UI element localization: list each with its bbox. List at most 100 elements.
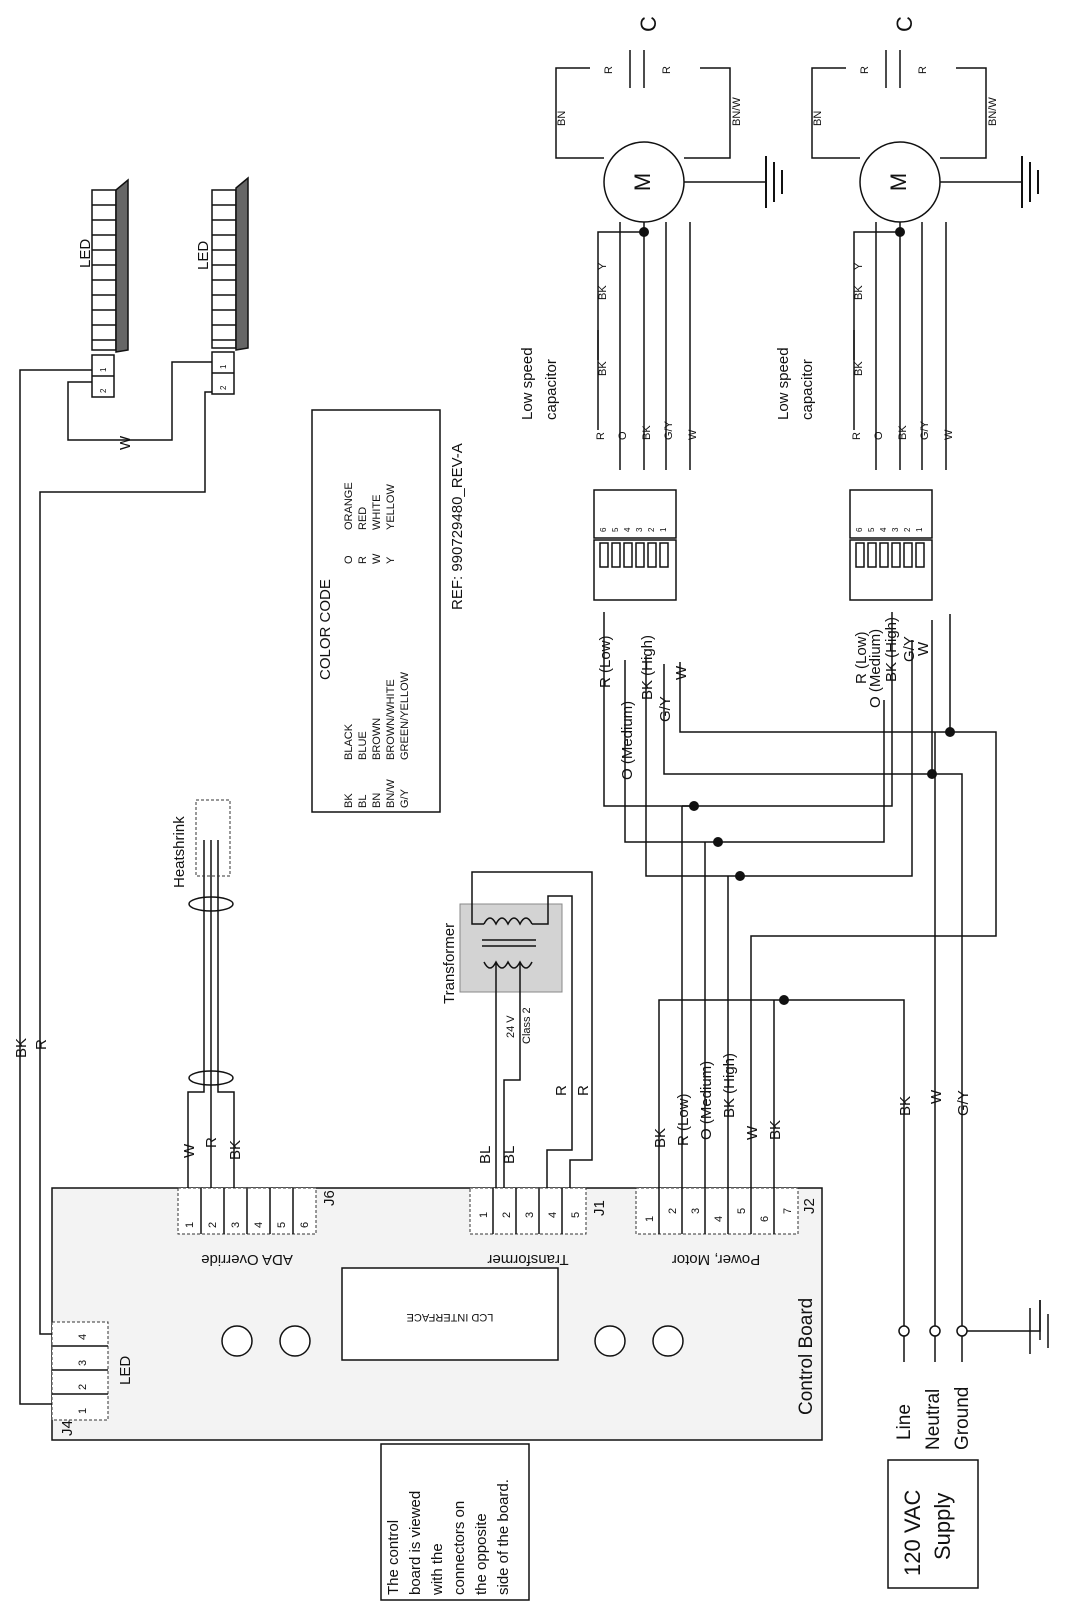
- capacitor-1-label: C: [636, 16, 661, 32]
- svg-text:R (Low): R (Low): [675, 1093, 692, 1146]
- svg-text:BN: BN: [371, 793, 383, 808]
- svg-text:1: 1: [478, 1212, 490, 1218]
- svg-text:BK: BK: [343, 793, 355, 808]
- j2-name: Power, Motor: [672, 1251, 760, 1268]
- svg-text:BN/W: BN/W: [385, 779, 397, 808]
- svg-text:3: 3: [635, 527, 644, 532]
- motor-bus: [603, 612, 963, 1326]
- svg-text:O (Medium): O (Medium): [698, 1061, 715, 1140]
- svg-text:BN: BN: [812, 111, 824, 126]
- j2-id: J2: [801, 1198, 818, 1214]
- led-harness: BK R W: [13, 361, 224, 1405]
- svg-text:3: 3: [891, 527, 900, 532]
- board-button-2[interactable]: [279, 1325, 311, 1357]
- j1-name: Transformer: [487, 1251, 568, 1268]
- svg-text:GREEN/YELLOW: GREEN/YELLOW: [399, 671, 411, 760]
- svg-text:4: 4: [253, 1222, 265, 1228]
- svg-text:2: 2: [667, 1208, 679, 1214]
- svg-text:R: R: [33, 1039, 50, 1050]
- svg-text:BLUE: BLUE: [357, 731, 369, 760]
- svg-text:BK: BK: [227, 1140, 244, 1160]
- svg-text:RED: RED: [357, 507, 369, 530]
- svg-text:COLOR CODE: COLOR CODE: [317, 579, 334, 680]
- svg-text:2: 2: [77, 1384, 89, 1390]
- svg-text:2: 2: [219, 385, 228, 390]
- svg-text:3: 3: [230, 1222, 242, 1228]
- svg-text:side of the board.: side of the board.: [495, 1479, 512, 1595]
- svg-text:G/Y: G/Y: [901, 636, 918, 662]
- power-motor-harness: BK R (Low) O (Medium) BK (High) W BK: [652, 731, 997, 1326]
- svg-text:connectors on: connectors on: [451, 1501, 468, 1595]
- j4-name: LED: [117, 1356, 134, 1385]
- capacitor-2-label: C: [892, 16, 917, 32]
- control-board-title: Control Board: [796, 1298, 817, 1415]
- svg-text:BK (High): BK (High): [721, 1053, 738, 1118]
- svg-text:W: W: [928, 1089, 945, 1104]
- svg-text:7: 7: [782, 1208, 794, 1214]
- svg-text:W: W: [673, 665, 690, 680]
- svg-text:BROWN/WHITE: BROWN/WHITE: [385, 679, 397, 760]
- svg-text:BN: BN: [556, 111, 568, 126]
- connector-j6: 1 2 3 4 5 6 J6 ADA Override: [177, 1187, 338, 1268]
- svg-text:M: M: [886, 173, 911, 191]
- svg-text:BK: BK: [641, 425, 653, 440]
- svg-text:1: 1: [659, 527, 668, 532]
- svg-text:W: W: [915, 641, 932, 656]
- svg-text:6: 6: [759, 1216, 771, 1222]
- svg-text:2: 2: [501, 1212, 513, 1218]
- svg-text:Line: Line: [894, 1404, 915, 1440]
- svg-text:ORANGE: ORANGE: [343, 482, 355, 530]
- svg-text:BK: BK: [767, 1120, 784, 1140]
- board-button-1[interactable]: [221, 1325, 253, 1357]
- connector-j2: 1 2 3 4 5 6 7 J2 Power, Motor: [635, 1187, 818, 1268]
- svg-text:1: 1: [184, 1222, 196, 1228]
- svg-text:BN/W: BN/W: [731, 97, 743, 126]
- led-jumper-wire: W: [117, 435, 134, 450]
- board-note: The control board is viewed with the con…: [380, 1443, 530, 1601]
- svg-text:O: O: [343, 555, 355, 564]
- svg-text:W: W: [943, 429, 955, 440]
- transformer: Transformer 24 V Class 2 BL BL R R: [441, 871, 593, 1188]
- svg-text:Low speed: Low speed: [519, 347, 536, 420]
- svg-text:BK: BK: [897, 425, 909, 440]
- svg-text:Ground: Ground: [952, 1387, 973, 1450]
- svg-text:with the: with the: [429, 1543, 446, 1596]
- svg-text:BK (High): BK (High): [639, 635, 656, 700]
- svg-text:BL: BL: [357, 795, 369, 808]
- svg-text:Neutral: Neutral: [923, 1389, 944, 1450]
- connector-j1: 1 2 3 4 5 J1 Transformer: [469, 1187, 608, 1268]
- svg-text:capacitor: capacitor: [543, 359, 560, 420]
- svg-text:R: R: [357, 556, 369, 564]
- svg-text:BK: BK: [652, 1128, 669, 1148]
- svg-text:G/Y: G/Y: [663, 420, 675, 440]
- svg-text:the opposite: the opposite: [473, 1513, 490, 1595]
- svg-text:BN/W: BN/W: [987, 97, 999, 126]
- svg-text:120 VAC: 120 VAC: [900, 1489, 925, 1576]
- led-module-2: 1 2 LED: [195, 176, 249, 395]
- svg-text:R (Low): R (Low): [853, 631, 870, 684]
- svg-text:BK: BK: [597, 285, 609, 300]
- ada-harness: W R BK Heatshrink: [171, 799, 244, 1188]
- board-button-3[interactable]: [594, 1325, 626, 1357]
- svg-text:Y: Y: [853, 262, 865, 270]
- svg-text:1: 1: [77, 1408, 89, 1414]
- svg-text:O: O: [617, 431, 629, 440]
- svg-text:W: W: [687, 429, 699, 440]
- board-button-4[interactable]: [652, 1325, 684, 1357]
- svg-text:G/Y: G/Y: [399, 788, 411, 808]
- svg-text:Low speed: Low speed: [775, 347, 792, 420]
- svg-text:R: R: [553, 1085, 570, 1096]
- svg-text:5: 5: [611, 527, 620, 532]
- motor-2: C R R BN BN/W M R O BK G/Y W BK BK Y Low…: [775, 16, 1039, 708]
- svg-text:Y: Y: [385, 556, 397, 564]
- svg-text:R: R: [917, 66, 929, 74]
- svg-text:1: 1: [644, 1216, 656, 1222]
- svg-text:BK: BK: [597, 361, 609, 376]
- connector-j4: 1 2 3 4 LED J4: [51, 1321, 134, 1436]
- svg-text:1: 1: [219, 364, 228, 369]
- power-supply: BK W G/Y Line Neutral Ground 120 VAC Sup…: [887, 1089, 1049, 1589]
- svg-text:6: 6: [599, 527, 608, 532]
- svg-text:1: 1: [915, 527, 924, 532]
- svg-text:R: R: [575, 1085, 592, 1096]
- svg-text:BROWN: BROWN: [371, 718, 383, 760]
